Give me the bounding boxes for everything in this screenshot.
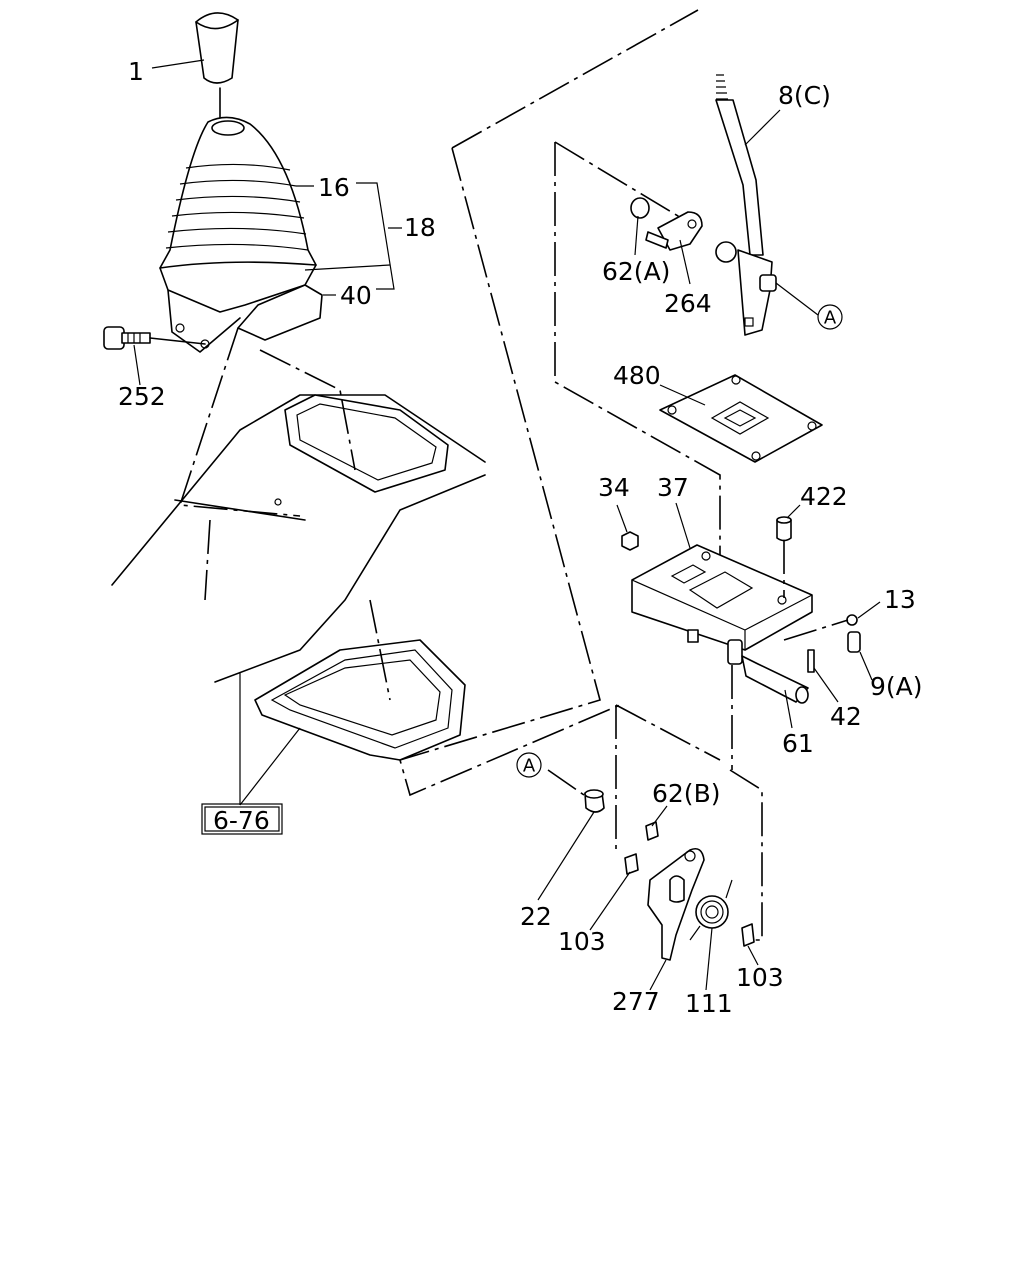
label-part-103-right: 103: [736, 963, 784, 992]
label-part-18: 18: [404, 213, 436, 242]
label-part-252: 252: [118, 382, 166, 411]
label-part-62b: 62(B): [652, 779, 720, 808]
label-part-34: 34: [598, 473, 630, 502]
boot-plate: [237, 284, 323, 341]
screw-9a: [847, 631, 861, 653]
label-part-422: 422: [800, 482, 848, 511]
cover-plate: [659, 374, 823, 463]
collar-103-right: [741, 923, 755, 947]
label-part-111: 111: [685, 989, 733, 1018]
reference-box: 6-76: [201, 803, 283, 835]
label-part-13: 13: [884, 585, 916, 614]
label-part-277: 277: [612, 987, 660, 1016]
pin: [807, 649, 815, 673]
torsion-spring: [689, 879, 733, 941]
base-plate: [631, 544, 813, 665]
label-part-264: 264: [664, 289, 712, 318]
label-part-42: 42: [830, 702, 862, 731]
label-part-8c: 8(C): [778, 81, 831, 110]
connector-ref-lower-letter: A: [523, 756, 536, 777]
pivot-bracket: [630, 197, 703, 251]
label-part-37: 37: [657, 473, 689, 502]
shaft: [741, 655, 809, 704]
connector-ref-upper-letter: A: [824, 308, 837, 329]
label-part-61: 61: [782, 729, 814, 758]
connector-ref-upper: A: [817, 304, 843, 330]
collar-62b: [645, 821, 659, 841]
shift-boot: [159, 116, 317, 353]
nut: [621, 531, 639, 551]
gear-knob: [195, 12, 239, 84]
bushing-22: [584, 789, 605, 813]
label-part-16: 16: [318, 173, 350, 202]
label-part-103-left: 103: [558, 927, 606, 956]
washer-13: [846, 614, 858, 626]
shift-lever-rod: [715, 74, 777, 336]
bushing: [776, 516, 792, 542]
label-part-480: 480: [613, 361, 661, 390]
leader-lines: [133, 59, 881, 991]
bolt: [103, 326, 151, 350]
part-labels: 1 16 18 40 252 8(C) 62(A) 264 480 34 37 …: [118, 57, 923, 1018]
collar-103-left: [624, 853, 639, 875]
label-part-22: 22: [520, 902, 552, 931]
reference-box-label: 6-76: [213, 806, 270, 835]
label-part-62a: 62(A): [602, 257, 670, 286]
connector-ref-lower: A: [516, 752, 542, 778]
floor-panel: [111, 394, 486, 761]
label-part-9a: 9(A): [870, 672, 923, 701]
lever-arm: [647, 847, 705, 961]
label-part-40: 40: [340, 281, 372, 310]
label-part-1: 1: [128, 57, 144, 86]
